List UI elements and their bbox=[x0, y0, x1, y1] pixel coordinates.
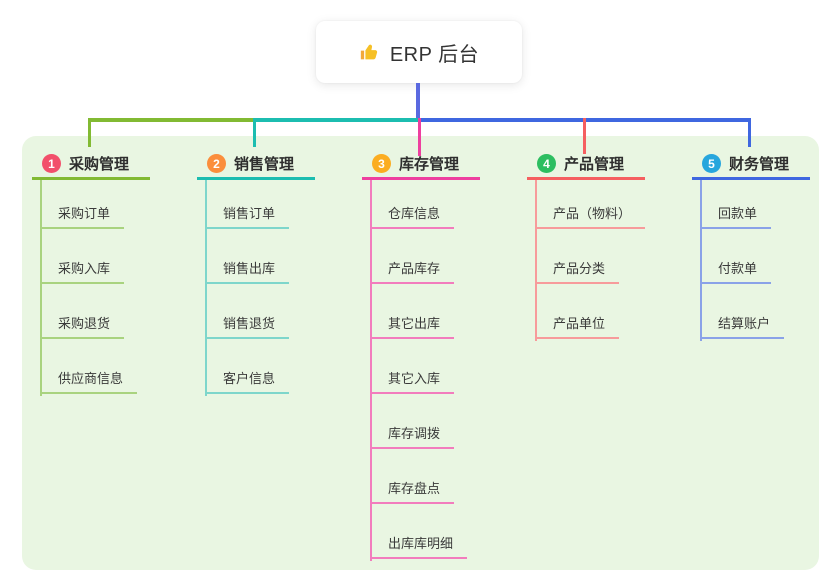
branch-spine-connector bbox=[535, 180, 537, 341]
leaf-node[interactable]: 付款单 bbox=[700, 255, 772, 284]
leaf-node[interactable]: 库存调拨 bbox=[370, 420, 455, 449]
root-node-label: ERP 后台 bbox=[389, 43, 480, 66]
leaf-node[interactable]: 销售订单 bbox=[205, 200, 290, 229]
branch-number-badge: 2 bbox=[207, 154, 226, 173]
branch-number-badge: 5 bbox=[702, 154, 721, 173]
leaf-node[interactable]: 采购订单 bbox=[40, 200, 125, 229]
leaf-node[interactable]: 采购入库 bbox=[40, 255, 125, 284]
root-stem-connector bbox=[416, 83, 420, 122]
leaf-node[interactable]: 库存盘点 bbox=[370, 475, 455, 504]
branches-panel bbox=[22, 136, 819, 570]
branch-drop-connector bbox=[583, 118, 586, 154]
branch-number-badge: 4 bbox=[537, 154, 556, 173]
branch-node-3[interactable]: 3 库存管理 bbox=[362, 150, 480, 180]
leaf-node[interactable]: 结算账户 bbox=[700, 310, 785, 339]
leaf-node[interactable]: 其它出库 bbox=[370, 310, 455, 339]
branch-spine-connector bbox=[205, 180, 207, 396]
branch-node-5[interactable]: 5 财务管理 bbox=[692, 150, 810, 180]
leaf-node[interactable]: 产品分类 bbox=[535, 255, 620, 284]
leaf-node[interactable]: 销售出库 bbox=[205, 255, 290, 284]
branch-spine-connector bbox=[370, 180, 372, 561]
leaf-node[interactable]: 销售退货 bbox=[205, 310, 290, 339]
branch-node-label: 库存管理 bbox=[399, 156, 460, 173]
leaf-node[interactable]: 产品单位 bbox=[535, 310, 620, 339]
branch-number-badge: 3 bbox=[372, 154, 391, 173]
leaf-node[interactable]: 供应商信息 bbox=[40, 365, 138, 394]
leaf-node[interactable]: 其它入库 bbox=[370, 365, 455, 394]
leaf-node[interactable]: 客户信息 bbox=[205, 365, 290, 394]
branch-node-label: 财务管理 bbox=[729, 156, 790, 173]
branch-spine-connector bbox=[700, 180, 702, 341]
branch-number-badge: 1 bbox=[42, 154, 61, 173]
branch-node-label: 销售管理 bbox=[234, 156, 295, 173]
bus-connector-segment bbox=[88, 118, 256, 122]
leaf-node[interactable]: 回款单 bbox=[700, 200, 772, 229]
branch-node-label: 产品管理 bbox=[564, 156, 625, 173]
leaf-node[interactable]: 仓库信息 bbox=[370, 200, 455, 229]
leaf-node[interactable]: 出库库明细 bbox=[370, 530, 468, 559]
bus-connector-segment bbox=[253, 118, 421, 122]
branch-drop-connector bbox=[253, 118, 256, 147]
branch-drop-connector bbox=[748, 118, 751, 147]
branch-node-2[interactable]: 2 销售管理 bbox=[197, 150, 315, 180]
branch-node-1[interactable]: 1 采购管理 bbox=[32, 150, 150, 180]
thumbs-up-icon bbox=[360, 44, 377, 60]
root-node-erp[interactable]: ERP 后台 bbox=[316, 21, 522, 83]
branch-drop-connector bbox=[418, 118, 421, 156]
leaf-node[interactable]: 产品库存 bbox=[370, 255, 455, 284]
branch-node-label: 采购管理 bbox=[69, 156, 130, 173]
leaf-node[interactable]: 采购退货 bbox=[40, 310, 125, 339]
leaf-node[interactable]: 产品（物料） bbox=[535, 200, 646, 229]
branch-drop-connector bbox=[88, 118, 91, 147]
branch-spine-connector bbox=[40, 180, 42, 396]
branch-node-4[interactable]: 4 产品管理 bbox=[527, 150, 645, 180]
